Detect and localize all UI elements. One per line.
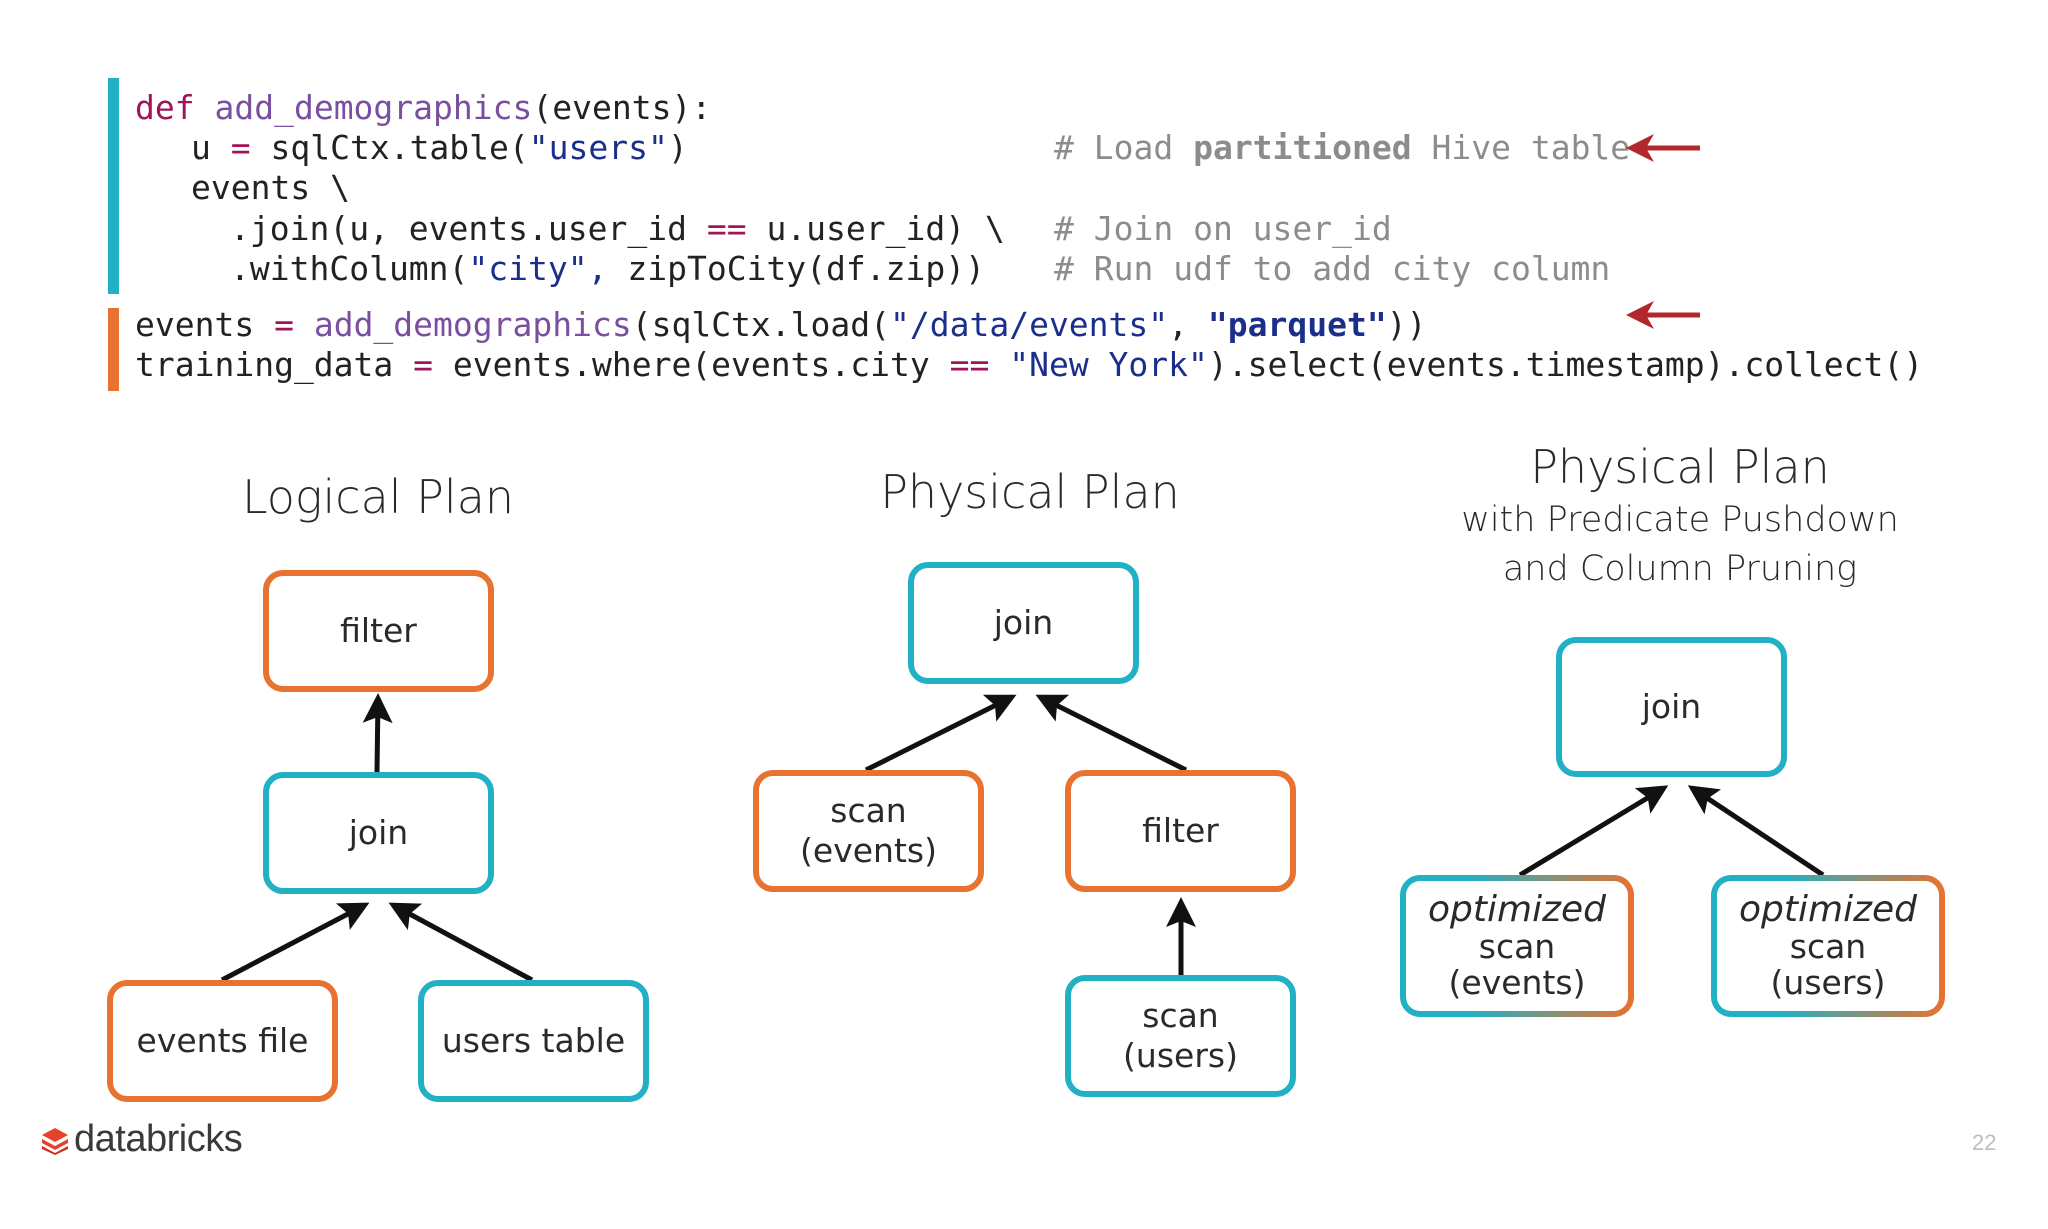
code-string: "city", (468, 249, 608, 288)
code-text: u (191, 128, 231, 167)
arrow-scanevents-to-join (864, 694, 1017, 773)
arrow-filter-to-join (1035, 694, 1188, 773)
code-string-bold: "parquet" (1207, 305, 1387, 344)
node-label: join (993, 603, 1054, 642)
code-function-name: add_demographics (214, 88, 533, 127)
code-text: (sqlCtx.load( (631, 305, 890, 344)
node-label: scan (1478, 927, 1556, 966)
users-table-node: users table (418, 980, 649, 1102)
code-line-withcolumn: .withColumn("city", zipToCity(df.zip)) (230, 249, 985, 289)
databricks-logo: databricks (40, 1118, 243, 1161)
code-bar-orange (108, 308, 119, 391)
node-label: filter (340, 611, 417, 650)
node-label: events file (136, 1021, 309, 1060)
node-label: filter (1142, 811, 1219, 850)
code-text: .join(u, events.user_id (230, 209, 707, 248)
code-operator: == (706, 209, 747, 248)
code-line-training: training_data = events.where(events.city… (135, 345, 1923, 385)
physical-plan-title: Physical Plan (880, 465, 1180, 519)
node-label-sub: (events) (1448, 963, 1586, 1002)
code-string: "New York" (1009, 345, 1208, 384)
logical-filter-node: filter (263, 570, 494, 692)
code-text: training_data (135, 345, 414, 384)
code-text: ) (667, 128, 688, 167)
red-arrow-load (1626, 134, 1700, 162)
node-label: scan (830, 791, 907, 830)
optimized-plan-title: Physical Plan (1530, 440, 1830, 494)
arrow-userstable-to-join (388, 902, 534, 983)
optimized-plan-subtitle-2: and Column Pruning (1502, 549, 1858, 589)
code-text: ).select(events.timestamp).collect() (1207, 345, 1924, 384)
code-comment-bold: partitioned (1193, 128, 1412, 167)
code-line-events: events \ (191, 168, 350, 207)
code-line-join: .join(u, events.user_id == u.user_id) \ (230, 209, 1005, 249)
code-text: )) (1386, 305, 1427, 344)
code-text: u.user_id) \ (746, 209, 1005, 248)
code-string: "users" (528, 128, 668, 167)
arrow-opt-users-to-join (1687, 785, 1825, 878)
code-string: "/data/events" (890, 305, 1169, 344)
events-file-node: events file (107, 980, 338, 1102)
node-label: scan (1789, 927, 1867, 966)
page-number: 22 (1972, 1130, 1997, 1155)
code-bar-teal (108, 78, 119, 294)
databricks-stack-icon (42, 1127, 68, 1155)
arrow-join-to-filter (362, 693, 393, 773)
code-comment-join: # Join on user_id (1054, 209, 1392, 248)
logical-plan-title: Logical Plan (241, 470, 515, 524)
scan-events-node: scan (events) (753, 770, 984, 892)
code-comment: # Load (1054, 128, 1194, 167)
code-function-name: add_demographics (313, 305, 632, 344)
code-text: events (135, 305, 275, 344)
code-text: .withColumn( (230, 249, 469, 288)
code-text: (events): (532, 88, 712, 127)
arrow-opt-events-to-join (1518, 785, 1669, 878)
code-operator: = (230, 128, 251, 167)
node-label: join (1641, 687, 1702, 726)
scan-users-node: scan (users) (1065, 975, 1296, 1097)
optimized-join-node: join (1556, 637, 1787, 777)
node-label-sub: (users) (1770, 963, 1886, 1002)
node-label: scan (1142, 996, 1219, 1035)
code-text: events.where(events.city (433, 345, 950, 384)
optimized-scan-users-node: optimized scan (users) (1711, 875, 1945, 1017)
brand-name: databricks (74, 1118, 243, 1160)
code-line-users: u = sqlCtx.table("users") (191, 128, 688, 168)
code-text: zipToCity(df.zip)) (607, 249, 985, 288)
code-text: sqlCtx.table( (250, 128, 529, 167)
node-label-sub: (users) (1123, 1036, 1238, 1075)
node-label-optimized: optimized (1739, 889, 1917, 930)
optimized-scan-events-node: optimized scan (events) (1400, 875, 1634, 1017)
code-line-def: def add_demographics(events): (135, 88, 711, 128)
red-arrow-events-load (1626, 301, 1700, 329)
code-comment-udf: # Run udf to add city column (1054, 249, 1611, 288)
code-line-events-load: events = add_demographics(sqlCtx.load("/… (135, 305, 1426, 345)
code-operator: = (413, 345, 434, 384)
code-keyword: def (135, 88, 195, 127)
node-label: join (348, 813, 409, 852)
physical-join-node: join (908, 562, 1139, 684)
code-operator: == (949, 345, 990, 384)
code-text: , (1168, 305, 1208, 344)
code-comment: Hive table (1411, 128, 1631, 167)
node-label: users table (441, 1021, 626, 1060)
node-label-sub: (events) (800, 831, 937, 870)
node-label-optimized: optimized (1428, 889, 1606, 930)
code-comment-load: # Load partitioned Hive table (1054, 128, 1630, 168)
physical-filter-node: filter (1065, 770, 1296, 892)
logical-join-node: join (263, 772, 494, 894)
arrow-eventsfile-to-join (220, 902, 370, 983)
optimized-plan-subtitle-1: with Predicate Pushdown (1461, 500, 1899, 540)
code-operator: = (274, 305, 294, 344)
